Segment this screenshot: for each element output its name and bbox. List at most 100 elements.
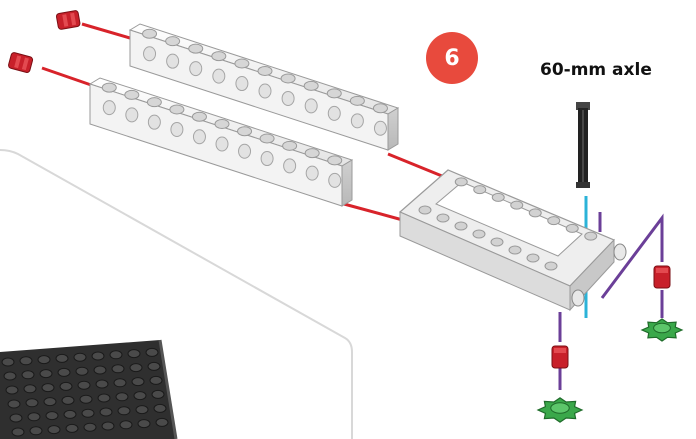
plate-stud: [81, 408, 95, 418]
plate-stud: [151, 389, 165, 399]
plate-stud: [1, 357, 15, 367]
plate-stud: [75, 366, 89, 376]
beam-hole: [304, 148, 320, 159]
plate-stud: [111, 364, 125, 374]
plate-stud: [101, 421, 115, 431]
beam-side-hole: [305, 165, 319, 181]
plate-stud: [77, 380, 91, 390]
plate-studs: [1, 347, 169, 437]
frame-hole: [454, 221, 468, 231]
beam-hole: [214, 119, 230, 129]
red-connector-peg-1: [55, 10, 81, 30]
plate-stud: [23, 384, 37, 394]
frame-hole: [547, 216, 561, 226]
plate-stud: [57, 367, 71, 377]
green-gear-bottom: [536, 397, 584, 423]
plate-stud: [147, 361, 161, 371]
plate-stud: [117, 406, 131, 416]
frame-hole: [584, 231, 598, 241]
plate-stud: [91, 351, 105, 361]
red-connector-peg-3: [653, 265, 671, 289]
plate-stud: [115, 392, 129, 402]
beam-hole: [259, 133, 275, 144]
plate-stud: [131, 377, 145, 387]
plate-stud: [21, 370, 35, 380]
red-connector-peg-2: [8, 52, 34, 73]
beam-upper-holes: [142, 28, 388, 136]
beam-hole: [237, 126, 253, 137]
beam-hole: [372, 103, 388, 114]
beam-side-hole: [283, 158, 297, 174]
beam-side-hole: [304, 98, 318, 114]
plate-stud: [45, 411, 59, 421]
frame-hole: [418, 205, 432, 215]
beam-hole: [146, 97, 162, 108]
beam-hole: [142, 28, 158, 39]
plate-stud: [11, 427, 25, 437]
long-beam-lower: [88, 77, 354, 207]
beam-side-hole: [235, 76, 249, 92]
beam-hole: [211, 51, 227, 62]
frame-hole: [544, 261, 558, 271]
beam-hole: [349, 95, 365, 106]
plate-stud: [79, 394, 93, 404]
axle-label: 60-mm axle: [540, 60, 652, 80]
beam-side-hole: [281, 90, 295, 106]
beam-hole: [303, 80, 319, 91]
plate-stud: [129, 363, 143, 373]
frame-hole: [528, 208, 542, 218]
plate-stud: [63, 409, 77, 419]
beam-hole: [124, 89, 140, 100]
beam-hole: [327, 155, 343, 166]
beam-side-hole: [260, 151, 274, 167]
frame-hole: [454, 177, 468, 187]
plate-stud: [59, 381, 73, 391]
plate-stud: [29, 426, 43, 436]
beam-side-hole: [143, 46, 157, 62]
frame-hole: [436, 213, 450, 223]
plate-stud: [99, 407, 113, 417]
beam-hole: [191, 111, 207, 122]
frame-holes: [418, 177, 598, 271]
beam-side-hole: [373, 120, 387, 136]
plate-stud: [5, 385, 19, 395]
plate-stud: [7, 399, 21, 409]
beam-hole: [326, 88, 342, 99]
beam-side-hole: [350, 113, 364, 129]
red-connector-peg-4: [551, 345, 569, 369]
plate-stud: [135, 405, 149, 415]
plate-stud: [113, 378, 127, 388]
beam-side-hole: [189, 61, 203, 77]
beam-side-hole: [212, 68, 226, 84]
plate-stud: [73, 352, 87, 362]
plate-stud: [95, 379, 109, 389]
studded-plate: [0, 339, 178, 439]
gear-hub: [550, 402, 570, 414]
frame-hole: [472, 229, 486, 239]
beam-side-hole: [238, 143, 252, 159]
plate-stud: [155, 417, 169, 427]
plate-stud: [41, 383, 55, 393]
plate-stud: [145, 347, 159, 357]
plate-stud: [93, 365, 107, 375]
axle-60mm: [576, 102, 590, 188]
beam-side-hole: [170, 121, 184, 137]
plate-stud: [25, 398, 39, 408]
plate-stud: [127, 349, 141, 359]
beam-hole: [234, 58, 250, 69]
beam-lower-holes: [101, 82, 343, 188]
plate-stud: [109, 350, 123, 360]
beam-hole: [101, 82, 117, 93]
plate-stud: [47, 425, 61, 435]
plate-stud: [97, 393, 111, 403]
step-number-badge: 6: [426, 32, 478, 84]
frame-hole: [565, 223, 579, 233]
plate-stud: [3, 371, 17, 381]
plate-stud: [137, 419, 151, 429]
plate-stud: [133, 391, 147, 401]
plate-stud: [119, 420, 133, 430]
red-guide-lines: [41, 22, 443, 224]
plate-stud: [39, 369, 53, 379]
plate-stud: [65, 423, 79, 433]
